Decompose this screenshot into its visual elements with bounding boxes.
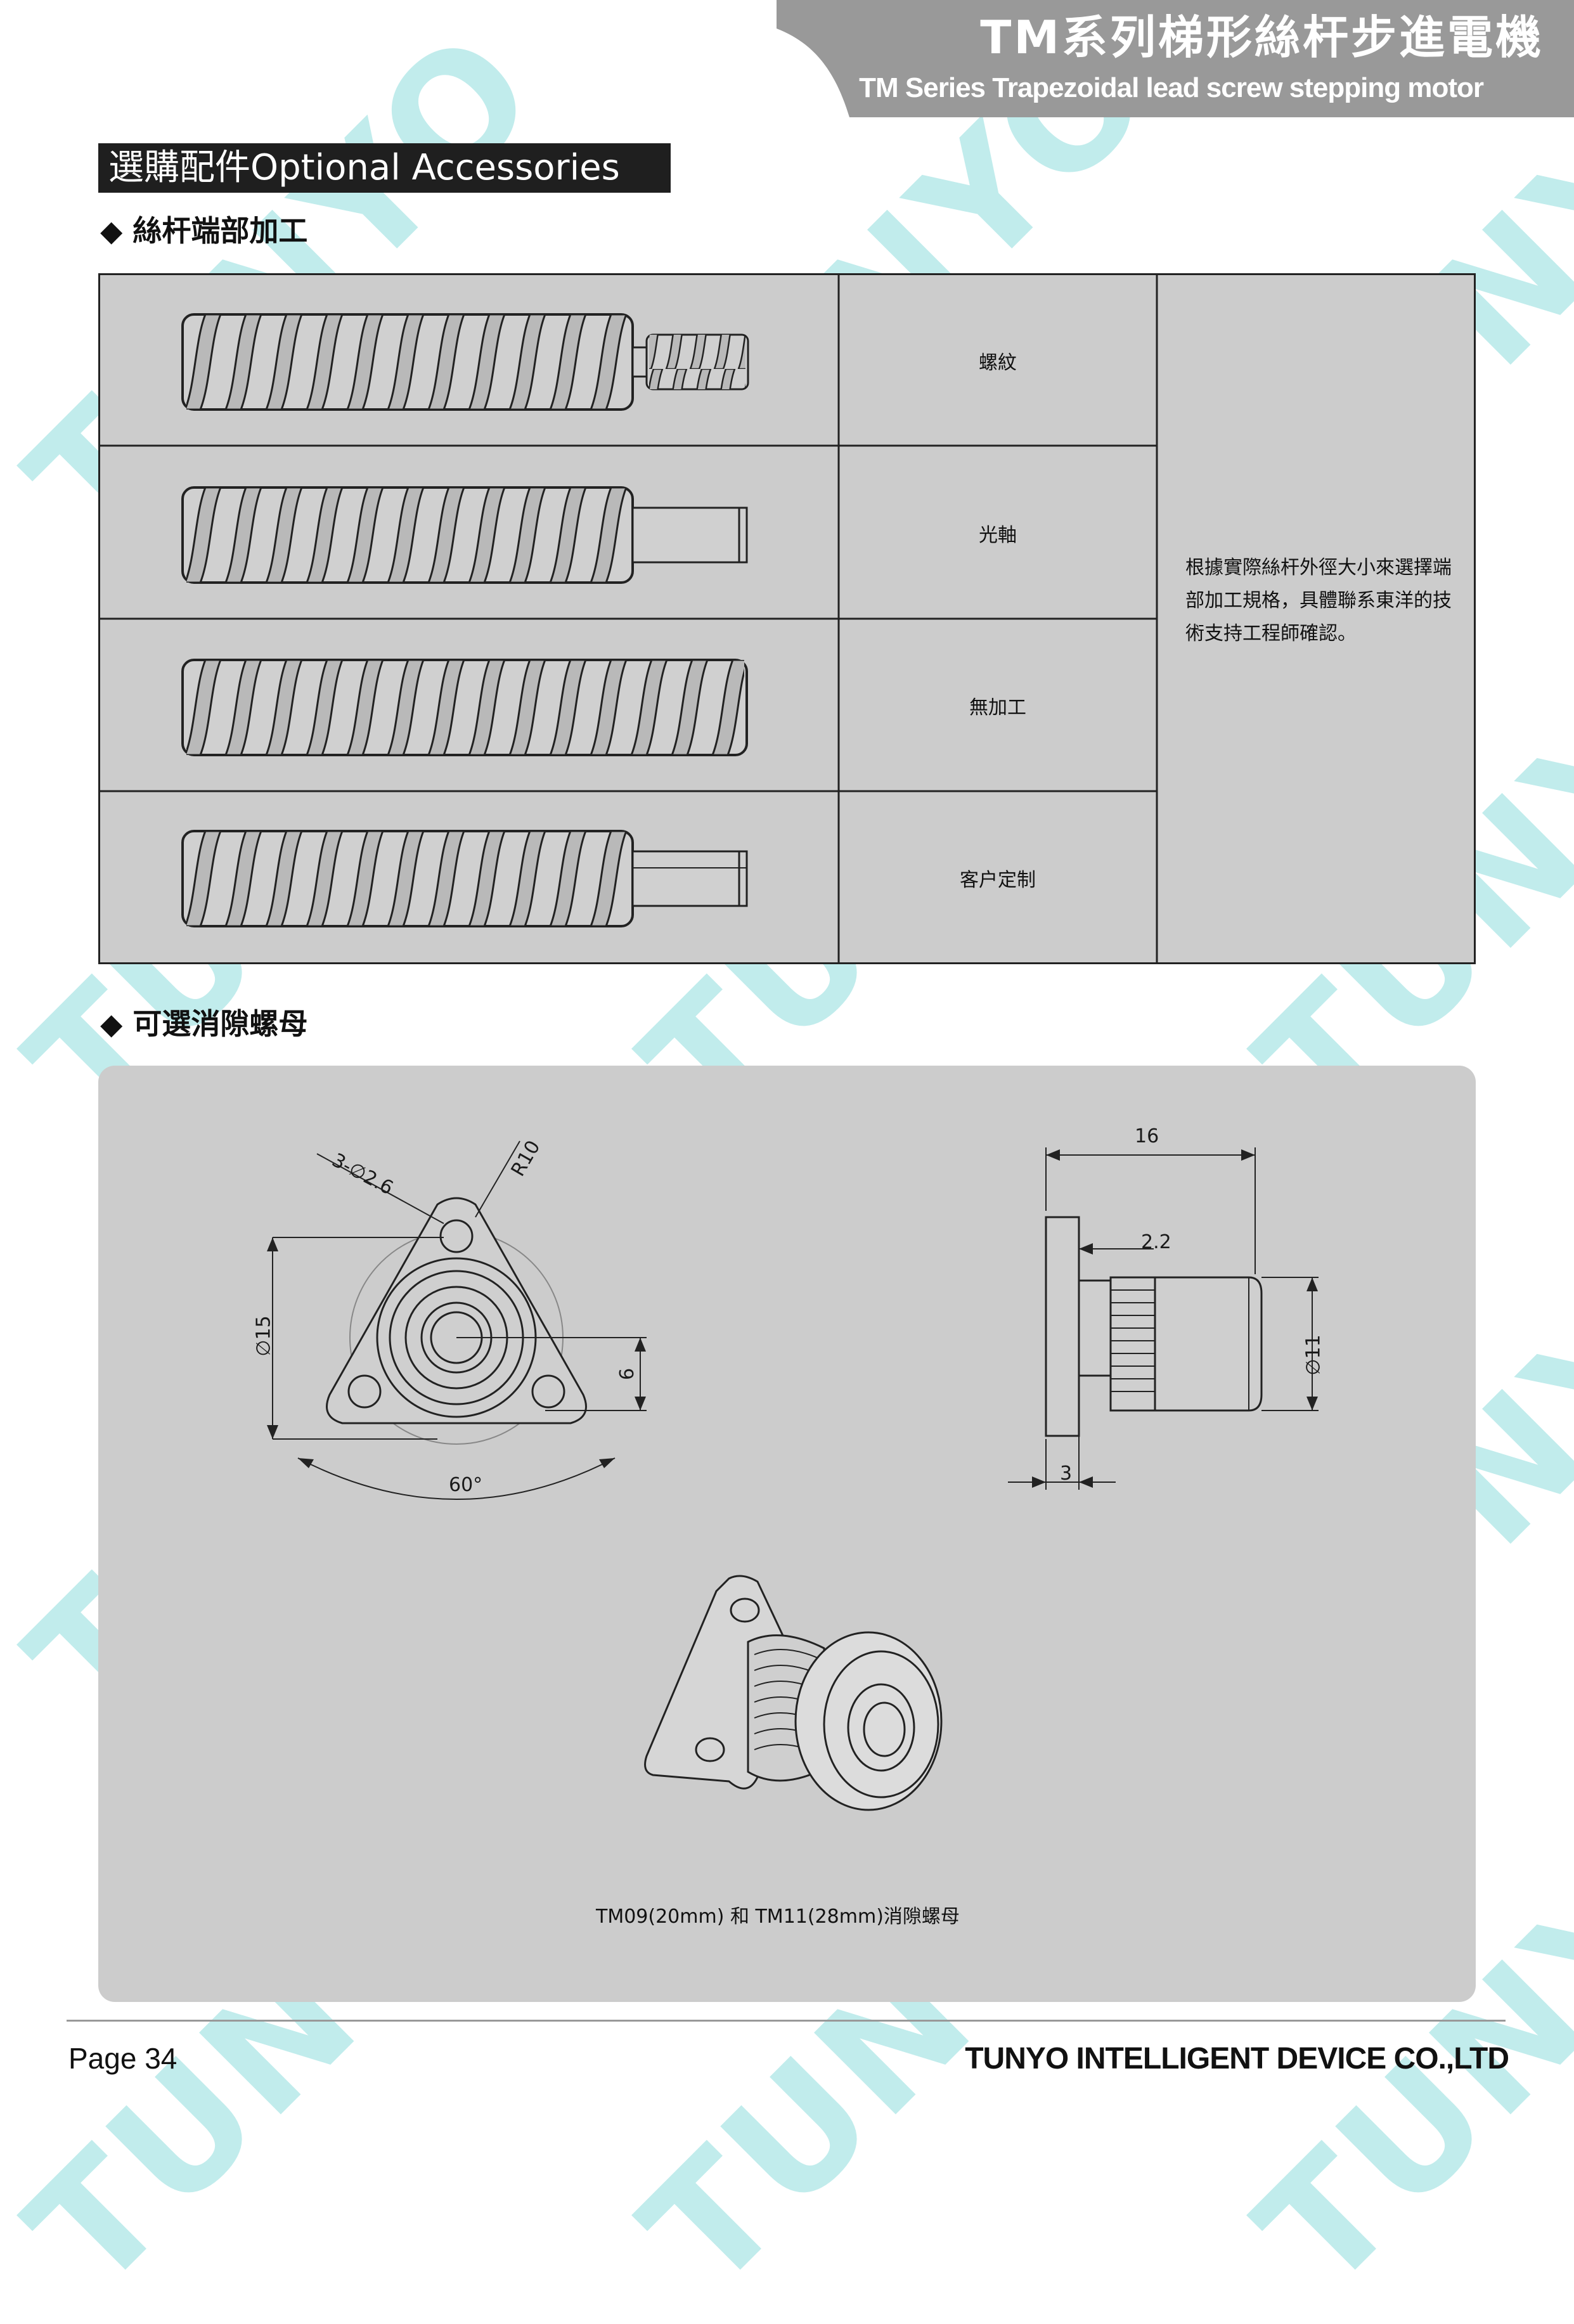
nut-caption: TM09(20mm) 和 TM11(28mm)消隙螺母	[596, 1906, 960, 1928]
header-title-cn: TM系列梯形絲杆步進電機	[980, 11, 1544, 64]
nut-side-view	[1008, 1147, 1319, 1490]
dim-angle: 60°	[449, 1474, 483, 1496]
ends-row-label: 無加工	[969, 697, 1026, 719]
ends-row-label: 螺紋	[979, 352, 1017, 374]
ends-table-grid	[98, 273, 1476, 964]
header-title-en: TM Series Trapezoidal lead screw steppin…	[859, 72, 1484, 103]
screw-no-machining	[181, 659, 748, 756]
dim-dia11: ∅11	[1302, 1334, 1325, 1376]
footer-divider	[67, 2020, 1506, 2022]
screw-threaded-end	[181, 313, 749, 411]
page-number: Page 34	[68, 2042, 177, 2075]
section-banner: 選購配件Optional Accessories	[98, 143, 671, 193]
company-name: TUNYO INTELLIGENT DEVICE CO.,LTD	[965, 2042, 1509, 2075]
dim-three: 3	[1060, 1462, 1073, 1485]
ends-note: 根據實際絲杆外徑大小來選擇端部加工規格，具體聯系東洋的技術支持工程師確認。	[1185, 557, 1452, 645]
dim-dia15: ∅15	[252, 1315, 275, 1357]
screw-custom	[181, 830, 748, 927]
ends-table: 螺紋 光軸 無加工 客户定制	[98, 273, 1476, 964]
heading-ends: ◆ 絲杆端部加工	[100, 214, 308, 248]
nut-panel	[98, 1066, 1476, 2002]
dim-length: 16	[1135, 1125, 1159, 1147]
nut-front-view	[267, 1140, 647, 1500]
heading-nut: ◆ 可選消隙螺母	[100, 1007, 308, 1041]
screw-smooth-shaft	[181, 486, 748, 584]
ends-row-label: 客户定制	[960, 869, 1036, 891]
dim-six: 6	[616, 1367, 639, 1381]
ends-row-label: 光軸	[979, 524, 1017, 546]
dim-flange: 2.2	[1141, 1231, 1171, 1253]
nut-isometric-view	[644, 1575, 943, 1811]
header-tab	[777, 0, 1574, 117]
